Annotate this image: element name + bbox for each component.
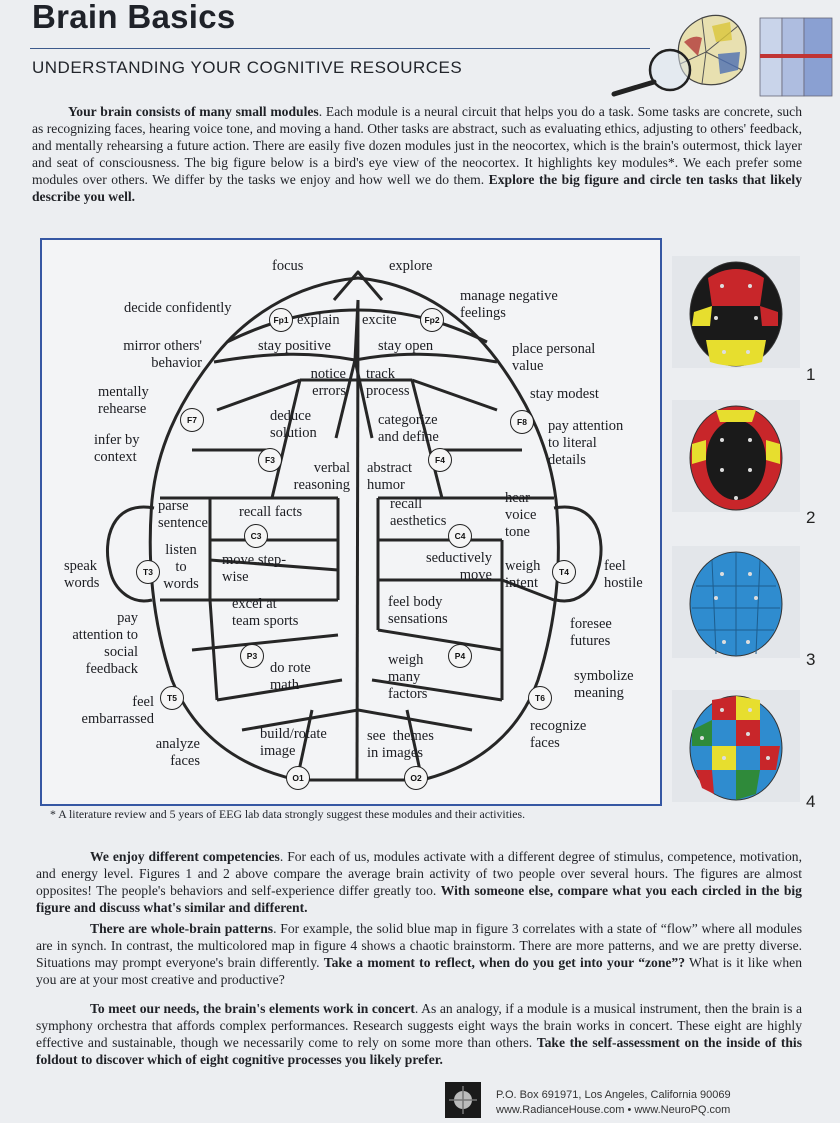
whole-brain-bold: Take a moment to reflect, when do you ge…	[323, 955, 686, 970]
paragraph-concert: To meet our needs, the brain's elements …	[36, 1000, 802, 1068]
label-abstract-humor: abstract humor	[367, 460, 413, 493]
figure-4-number: 4	[806, 792, 816, 811]
footer-web[interactable]: www.RadianceHouse.com • www.NeuroPQ.com	[496, 1104, 731, 1116]
brain-outline	[106, 270, 603, 782]
footer-address: P.O. Box 691971, Los Angeles, California…	[496, 1089, 731, 1101]
whole-brain-text: . For example, the solid blue map in fig…	[36, 921, 802, 970]
label-track-process: track process	[366, 366, 410, 399]
radiance-house-logo	[445, 1082, 481, 1118]
paragraph-whole-brain: There are whole-brain patterns. For exam…	[36, 920, 802, 988]
figure-2-brain-map	[689, 405, 783, 511]
label-focus: focus	[272, 258, 304, 274]
label-stay-modest: stay modest	[530, 386, 599, 402]
label-feel-embarrassed: feel embarrassed	[81, 694, 154, 727]
electrode-c3: C3	[244, 524, 268, 548]
label-move-step-wise: move step- wise	[222, 552, 287, 585]
label-mentally-rehearse: mentally rehearse	[98, 384, 149, 417]
label-pay-attention-literal: pay attention to literal details	[548, 418, 624, 468]
concert-text: . As an analogy, if a module is a musica…	[36, 1001, 802, 1050]
label-listen-to-words: listen to words	[163, 542, 199, 592]
concert-bold: Take the self-assessment on the inside o…	[36, 1035, 802, 1067]
electrode-fp1: Fp1	[269, 308, 293, 332]
label-manage-negative-feelings: manage negative feelings	[460, 288, 558, 321]
label-verbal-reasoning: verbal reasoning	[293, 460, 350, 493]
intro-paragraph: Your brain consists of many small module…	[32, 103, 802, 205]
label-decide-confidently: decide confidently	[124, 300, 232, 316]
page-title: Brain Basics	[32, 0, 236, 35]
competencies-bold: With someone else, compare what you each…	[36, 883, 802, 915]
page-subtitle: UNDERSTANDING YOUR COGNITIVE RESOURCES	[32, 58, 463, 77]
label-build-rotate-image: build/rotate image	[260, 726, 327, 759]
label-stay-open: stay open	[378, 338, 434, 354]
label-notice-errors: notice errors	[310, 366, 346, 399]
figure-2-number: 2	[806, 508, 816, 527]
label-see-themes-in-images: see themes in images	[367, 728, 434, 761]
competencies-lead: We enjoy different competencies	[90, 849, 280, 864]
label-do-rote-math: do rote math	[270, 660, 311, 693]
figure-2	[672, 400, 800, 512]
label-hear-voice-tone: hear voice tone	[505, 490, 537, 540]
magnifier-over-brain-icon	[611, 14, 833, 97]
electrode-f7: F7	[180, 408, 204, 432]
intro-instruction: Explore the big figure and circle ten ta…	[32, 172, 803, 204]
figure-4	[672, 690, 800, 802]
electrode-c4: C4	[448, 524, 472, 548]
electrode-fp2: Fp2	[420, 308, 444, 332]
electrode-p3: P3	[240, 644, 264, 668]
label-categorize-and-define: categorize and define	[378, 412, 439, 445]
label-explore: explore	[389, 258, 433, 274]
figure-3-number: 3	[806, 650, 816, 669]
label-feel-hostile: feel hostile	[604, 558, 643, 591]
footnote: * A literature review and 5 years of EEG…	[50, 807, 526, 821]
figure-1	[672, 256, 800, 368]
figure-3-brain-map	[689, 551, 783, 657]
label-speak-words: speak words	[64, 558, 100, 591]
figure-1-brain-map	[689, 261, 783, 367]
whole-brain-tail: What is it like when you are at your mos…	[36, 955, 802, 987]
paragraph-competencies: We enjoy different competencies. For eac…	[36, 848, 802, 916]
label-recall-aesthetics: recall aesthetics	[390, 496, 447, 529]
label-analyze-faces: analyze faces	[155, 736, 200, 769]
figure-1-number: 1	[806, 365, 816, 384]
figure-3	[672, 546, 800, 658]
whole-brain-lead: There are whole-brain patterns	[90, 921, 274, 936]
label-infer-by-context: infer by context	[94, 432, 140, 465]
label-deduce-solution: deduce solution	[270, 408, 317, 441]
label-pay-attention-social: pay attention to social feedback	[72, 610, 138, 677]
intro-text: . Each module is a neural circuit that h…	[32, 104, 802, 187]
label-foresee-futures: foresee futures	[570, 616, 612, 649]
concert-lead: To meet our needs, the brain's elements …	[90, 1001, 415, 1016]
label-symbolize-meaning: symbolize meaning	[574, 668, 634, 701]
electrode-t6: T6	[528, 686, 552, 710]
label-parse-sentence: parse sentence	[158, 498, 208, 531]
label-seductively-move: seductively move	[425, 550, 492, 583]
label-feel-body-sensations: feel body sensations	[388, 594, 448, 627]
label-weigh-many-factors: weigh many factors	[388, 652, 428, 702]
electrode-f4: F4	[428, 448, 452, 472]
electrode-o2: O2	[404, 766, 428, 790]
electrode-t3: T3	[136, 560, 160, 584]
electrode-t5: T5	[160, 686, 184, 710]
intro-lead: Your brain consists of many small module…	[68, 104, 319, 119]
label-weigh-intent: weigh intent	[505, 558, 541, 591]
label-excel-team-sports: excel at team sports	[232, 596, 299, 629]
label-mirror-others-behavior: mirror others' behavior	[123, 338, 202, 371]
brain-map-panel: focus explore decide confidently manage …	[40, 238, 662, 806]
figure-4-brain-map	[689, 695, 783, 801]
label-recall-facts: recall facts	[239, 504, 303, 520]
electrode-o1: O1	[286, 766, 310, 790]
electrode-f3: F3	[258, 448, 282, 472]
competencies-text: . For each of us, modules activate with …	[36, 849, 803, 898]
label-recognize-faces: recognize faces	[530, 718, 587, 751]
electrode-p4: P4	[448, 644, 472, 668]
electrode-t4: T4	[552, 560, 576, 584]
label-explain: explain	[297, 312, 340, 328]
label-excite: excite	[362, 312, 397, 328]
electrode-f8: F8	[510, 410, 534, 434]
label-place-personal-value: place personal value	[512, 341, 596, 374]
title-rule	[30, 48, 650, 49]
label-stay-positive: stay positive	[258, 338, 331, 354]
